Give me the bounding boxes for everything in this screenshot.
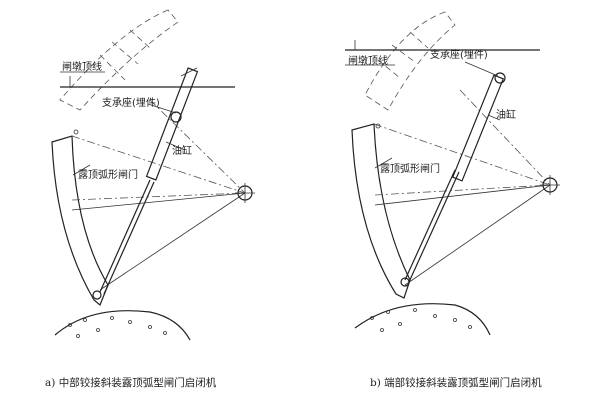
gate-open-outline-a	[59, 9, 179, 111]
caption-a: a) 中部铰接斜装露顶弧型闸门启闭机	[45, 376, 217, 389]
caption-b: b) 端部铰接斜装露顶弧型闸门启闭机	[370, 376, 542, 389]
sill-b	[354, 303, 491, 336]
gate-leaf-a	[51, 135, 109, 306]
trunnion-pin-b	[540, 175, 560, 195]
hydraulic-cylinder-a	[92, 67, 199, 300]
panel-b: 闸墩顶线 支承座(埋件) 油缸 露顶弧形闸门 b) 端部铰接斜装露顶弧型闸门启闭…	[345, 11, 560, 389]
support-label-a: 支承座(埋件)	[102, 96, 160, 109]
pier-crest-label-a: 闸墩顶线	[62, 60, 102, 73]
gate-leaf-b	[351, 123, 411, 299]
panel-a: 闸墩顶线 支承座(埋件) 油缸 露顶弧形闸门 a) 中部铰接斜装露顶弧型闸门启闭…	[45, 9, 255, 389]
gate-label-b: 露顶弧形闸门	[380, 162, 440, 175]
trunnion-pin-a	[235, 183, 255, 203]
gate-label-a: 露顶弧形闸门	[78, 168, 138, 181]
cylinder-label-b: 油缸	[496, 108, 516, 121]
cylinder-label-a: 油缸	[172, 144, 192, 157]
gate-open-outline-b	[364, 11, 456, 111]
sill-a	[54, 310, 191, 341]
hydraulic-cylinder-b	[400, 72, 506, 287]
pier-crest-label-b: 闸墩顶线	[348, 54, 388, 67]
support-label-b: 支承座(埋件)	[430, 48, 488, 61]
